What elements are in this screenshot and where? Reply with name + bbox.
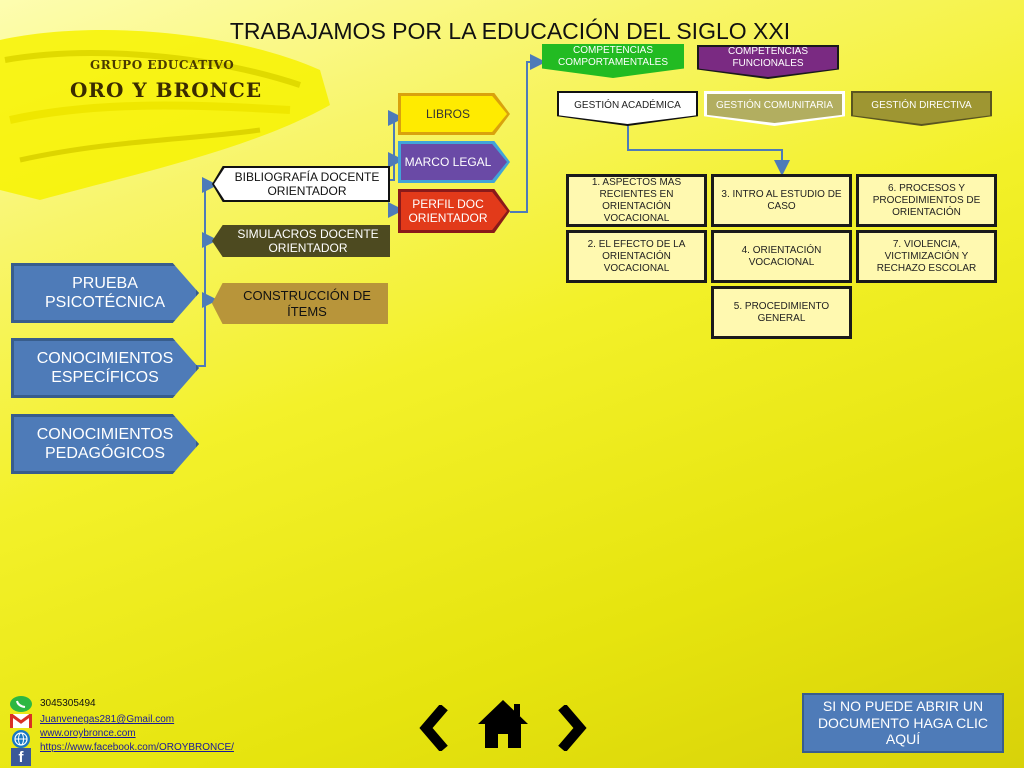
button-label: GESTIÓN COMUNITARIA: [707, 94, 842, 123]
button-label: SI NO PUEDE ABRIR UN DOCUMENTO HAGA CLIC…: [817, 697, 989, 748]
simulacros-button[interactable]: SIMULACROS DOCENTE ORIENTADOR: [212, 225, 390, 257]
help-button[interactable]: SI NO PUEDE ABRIR UN DOCUMENTO HAGA CLIC…: [802, 693, 1004, 753]
facebook-icon: f: [11, 748, 31, 766]
button-label: BIBLIOGRAFÍA DOCENTE ORIENTADOR: [214, 168, 388, 200]
button-label: 4. ORIENTACIÓN VOCACIONAL: [741, 244, 822, 268]
chevron-left-icon[interactable]: [418, 705, 454, 751]
button-label: 2. EL EFECTO DE LA ORIENTACIÓN VOCACIONA…: [587, 238, 686, 274]
construccion-items-button[interactable]: CONSTRUCCIÓN DE ÍTEMS: [212, 283, 388, 324]
button-label: 1. ASPECTOS MÁS RECIENTES EN ORIENTACIÓN…: [591, 176, 682, 224]
chevron-right-icon[interactable]: [552, 705, 588, 751]
whatsapp-icon: [10, 696, 32, 712]
module-3-button[interactable]: 3. INTRO AL ESTUDIO DE CASO: [711, 174, 852, 227]
contact-block: f 3045305494 Juanvenegas281@Gmail.com ww…: [6, 694, 266, 766]
button-label: PERFIL DOC ORIENTADOR: [401, 192, 507, 230]
contact-web-link[interactable]: www.oroybronce.com: [40, 728, 136, 739]
brush-stroke-decoration: [0, 30, 330, 200]
contact-email-link[interactable]: Juanvenegas281@Gmail.com: [40, 714, 175, 725]
module-2-button[interactable]: 2. EL EFECTO DE LA ORIENTACIÓN VOCACIONA…: [566, 230, 707, 283]
module-5-button[interactable]: 5. PROCEDIMIENTO GENERAL: [711, 286, 852, 339]
libros-button[interactable]: LIBROS: [398, 93, 510, 135]
button-label: 5. PROCEDIMIENTO GENERAL: [733, 300, 830, 324]
globe-icon: [12, 730, 30, 748]
module-6-button[interactable]: 6. PROCESOS Y PROCEDIMIENTOS DE ORIENTAC…: [856, 174, 997, 227]
button-label: MARCO LEGAL: [401, 144, 507, 180]
gmail-icon: [9, 712, 33, 728]
perfil-doc-orientador-button[interactable]: PERFIL DOC ORIENTADOR: [398, 189, 510, 233]
module-4-button[interactable]: 4. ORIENTACIÓN VOCACIONAL: [711, 230, 852, 283]
contact-phone: 3045305494: [40, 698, 96, 709]
button-label: 6. PROCESOS Y PROCEDIMIENTOS DE ORIENTAC…: [872, 182, 981, 218]
logo-subtitle: GRUPO EDUCATIVO: [90, 58, 235, 72]
marco-legal-button[interactable]: MARCO LEGAL: [398, 141, 510, 183]
home-icon[interactable]: [476, 698, 530, 750]
button-label: CONOCIMIENTOS ESPECÍFICOS: [36, 349, 174, 386]
conocimientos-pedagogicos-button[interactable]: CONOCIMIENTOS PEDAGÓGICOS: [11, 414, 199, 474]
button-label: COMPETENCIAS COMPORTAMENTALES: [557, 45, 668, 68]
logo-name: ORO Y BRONCE: [70, 78, 263, 102]
conocimientos-especificos-button[interactable]: CONOCIMIENTOS ESPECÍFICOS: [11, 338, 199, 398]
button-label: 7. VIOLENCIA, VICTIMIZACIÓN Y RECHAZO ES…: [876, 238, 977, 274]
module-1-button[interactable]: 1. ASPECTOS MÁS RECIENTES EN ORIENTACIÓN…: [566, 174, 707, 227]
button-label: CONOCIMIENTOS PEDAGÓGICOS: [36, 425, 174, 462]
button-label: COMPETENCIAS FUNCIONALES: [699, 47, 837, 77]
contact-facebook-link[interactable]: https://www.facebook.com/OROYBRONCE/: [40, 742, 234, 753]
button-label: SIMULACROS DOCENTE ORIENTADOR: [237, 226, 379, 255]
button-label: LIBROS: [401, 96, 507, 132]
button-label: CONSTRUCCIÓN DE ÍTEMS: [243, 287, 371, 319]
bibliografia-button[interactable]: BIBLIOGRAFÍA DOCENTE ORIENTADOR: [212, 166, 390, 202]
prueba-psicotecnica-button[interactable]: PRUEBA PSICOTÉCNICA: [11, 263, 199, 323]
button-label: 3. INTRO AL ESTUDIO DE CASO: [721, 188, 842, 212]
module-7-button[interactable]: 7. VIOLENCIA, VICTIMIZACIÓN Y RECHAZO ES…: [856, 230, 997, 283]
page-title: TRABAJAMOS POR LA EDUCACIÓN DEL SIGLO XX…: [229, 18, 791, 44]
button-label: PRUEBA PSICOTÉCNICA: [44, 274, 165, 311]
